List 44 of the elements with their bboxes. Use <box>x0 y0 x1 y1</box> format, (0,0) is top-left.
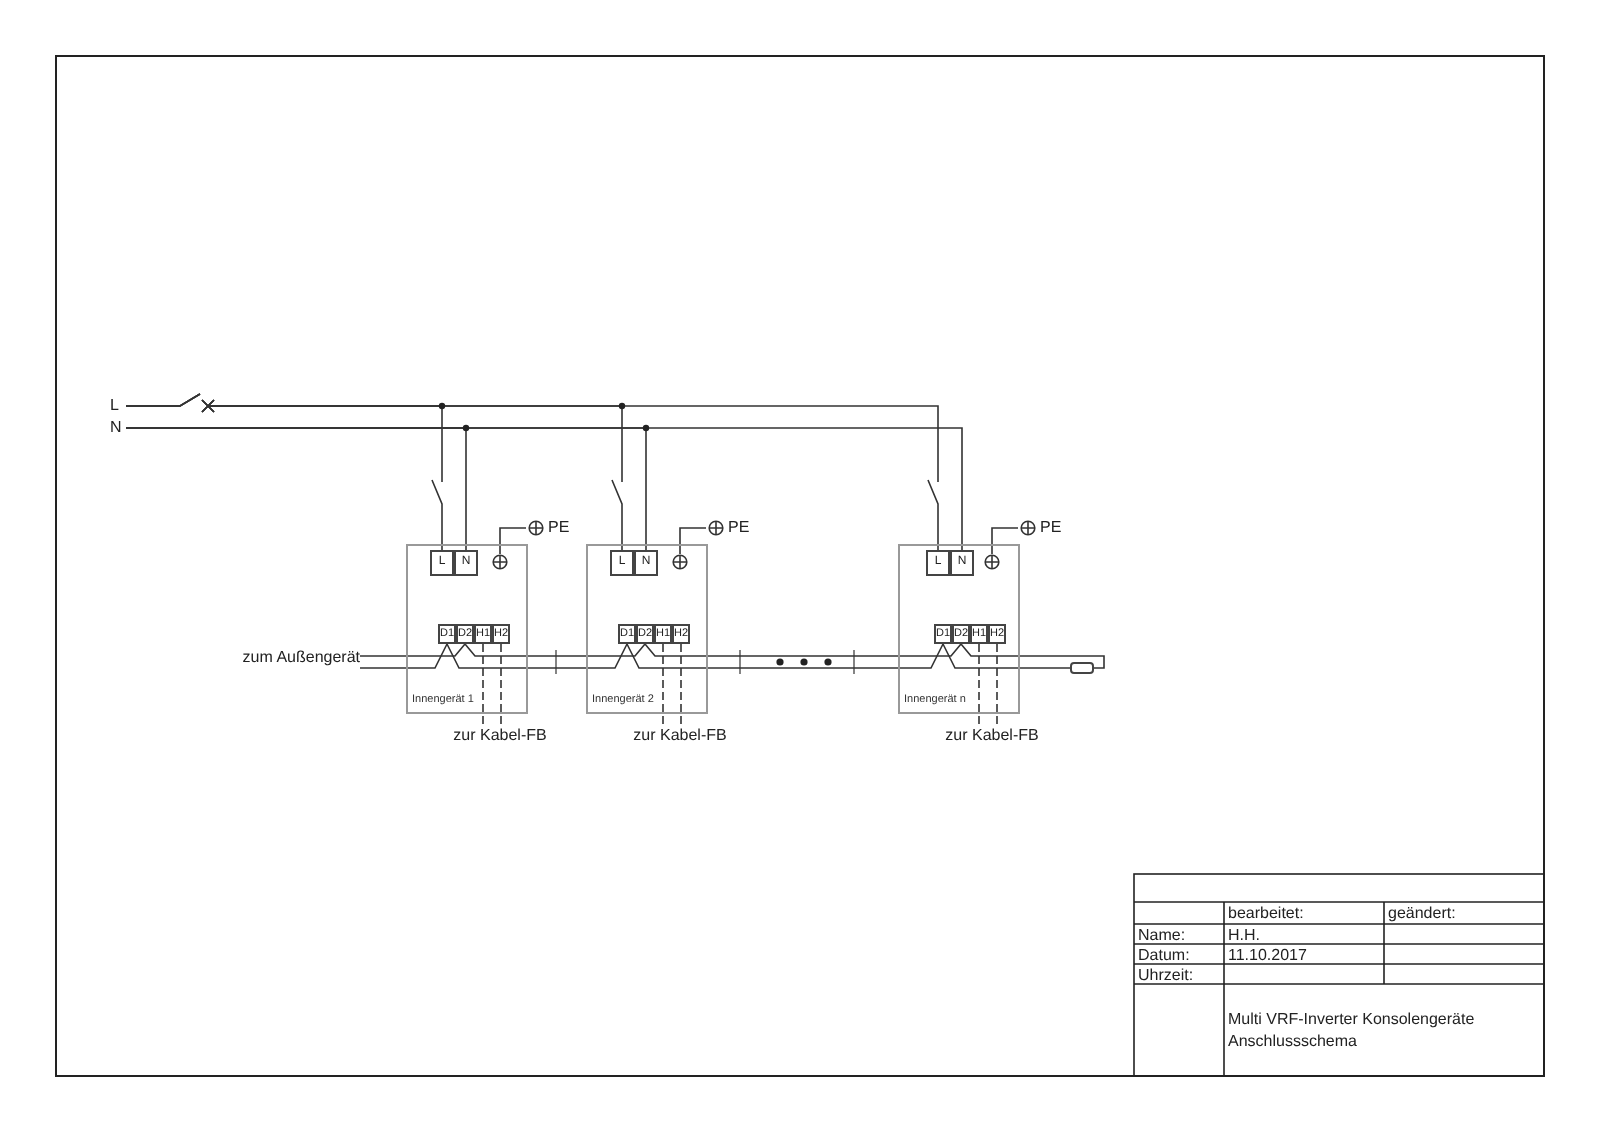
indoor-unit-box <box>586 544 708 714</box>
wire <box>499 527 527 555</box>
column-heading: bearbeitet: <box>1228 904 1304 924</box>
field-label: Name: <box>1138 926 1186 946</box>
wire <box>464 643 646 657</box>
control-cable <box>482 643 484 727</box>
indoor-unit-box <box>898 544 1020 714</box>
drawing-title: Anschlussschema <box>1228 1032 1357 1052</box>
indoor-unit-box <box>406 544 528 714</box>
wire <box>960 643 1105 669</box>
field-label: Uhrzeit: <box>1138 966 1194 986</box>
earth-terminal-icon <box>672 554 688 570</box>
wire-label: N <box>110 418 126 438</box>
control-cable <box>996 643 998 727</box>
control-cable <box>500 643 502 727</box>
wire <box>125 393 939 551</box>
wire <box>359 643 466 657</box>
wire <box>359 643 448 669</box>
wire <box>644 643 962 657</box>
earth-terminal-icon <box>984 554 1000 570</box>
wire <box>446 643 628 669</box>
wire-label: zum Außengerät <box>200 648 360 668</box>
earth-terminal-icon <box>492 554 508 570</box>
wire <box>626 643 944 669</box>
field-label: Datum: <box>1138 946 1190 966</box>
wire <box>942 643 1071 669</box>
earth-label: PE <box>728 518 750 538</box>
wire-label: zur Kabel-FB <box>632 726 728 746</box>
terminating-resistor <box>1070 662 1094 674</box>
drawing-title: Multi VRF-Inverter Konsolengeräte <box>1228 1010 1475 1030</box>
column-heading: geändert: <box>1388 904 1456 924</box>
wire-label: zur Kabel-FB <box>944 726 1040 746</box>
control-cable <box>662 643 664 727</box>
field-value: 11.10.2017 <box>1228 946 1307 966</box>
wire <box>991 527 1019 555</box>
wire-label: zur Kabel-FB <box>452 726 548 746</box>
earth-label: PE <box>548 518 570 538</box>
wire <box>125 427 963 551</box>
field-value: H.H. <box>1228 926 1260 946</box>
earth-label: PE <box>1040 518 1062 538</box>
wire-label: L <box>110 396 126 416</box>
control-cable <box>680 643 682 727</box>
control-cable <box>978 643 980 727</box>
wire <box>679 527 707 555</box>
